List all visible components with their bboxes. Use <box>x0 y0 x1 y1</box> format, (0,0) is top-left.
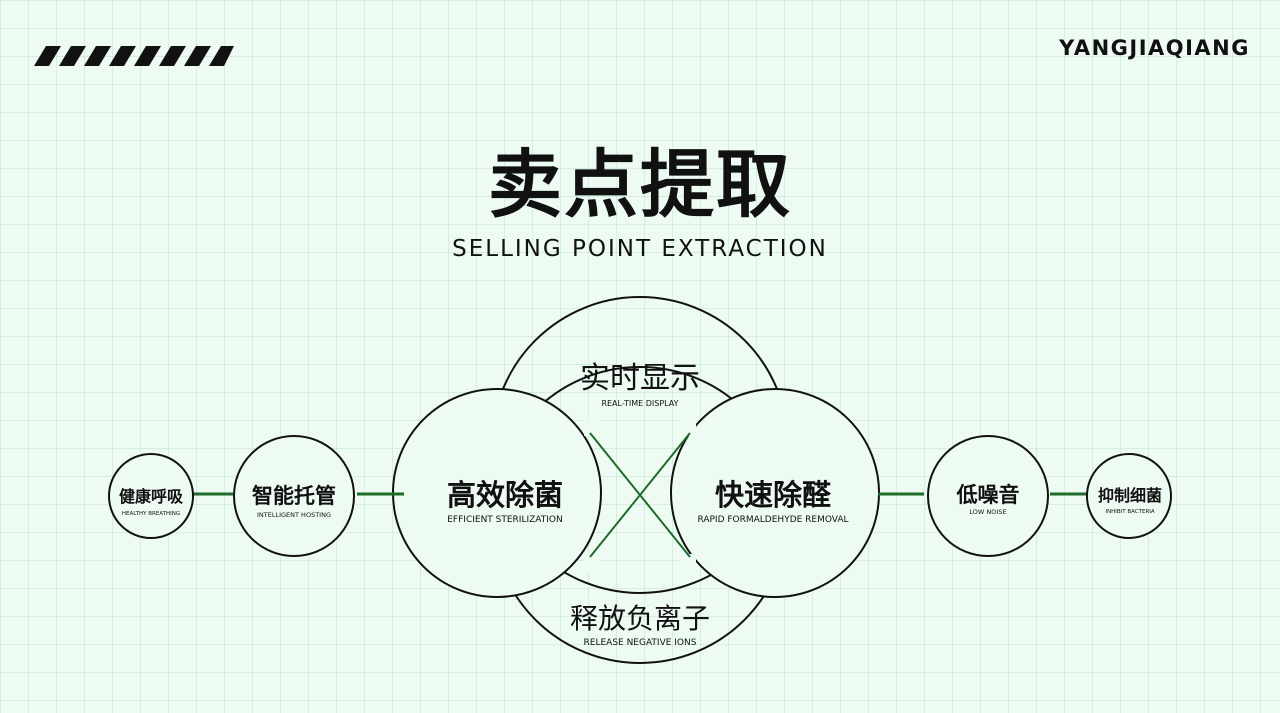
circle-left-mid <box>233 435 355 557</box>
top-label-en: REAL-TIME DISPLAY <box>601 399 678 408</box>
left-mid-label-en: INTELLIGENT HOSTING <box>257 511 331 519</box>
right-far-label-en: INHIBIT BACTERIA <box>1105 509 1155 515</box>
circle-right-mid <box>927 435 1049 557</box>
left-mid-label: 智能托管 <box>252 484 336 508</box>
right-main-label: 快速除醛 <box>715 478 832 512</box>
gap-bottom-left <box>584 554 600 572</box>
right-mid-label: 低噪音 <box>956 483 1020 507</box>
left-far-label: 健康呼吸 <box>119 487 184 506</box>
cross-line-b <box>589 432 691 558</box>
gap-bottom-right <box>680 554 696 572</box>
brand-name: YANGJIAQIANG <box>1059 36 1250 60</box>
bottom-label-en: RELEASE NEGATIVE IONS <box>584 638 697 648</box>
left-far-label-en: HEALTHY BREATHING <box>122 511 180 517</box>
left-main-label: 高效除菌 <box>447 478 563 512</box>
top-label: 实时显示 <box>580 361 700 396</box>
page-title: 卖点提取 <box>488 142 792 228</box>
stripe-decoration <box>34 46 234 66</box>
gap-top-right <box>680 418 696 436</box>
bottom-label: 释放负离子 <box>570 602 710 635</box>
right-mid-label-en: LOW NOISE <box>969 508 1006 516</box>
page-subtitle: SELLING POINT EXTRACTION <box>452 236 828 262</box>
circle-left-far <box>108 453 194 539</box>
circle-right-far <box>1086 453 1172 539</box>
left-main-label-en: EFFICIENT STERILIZATION <box>447 515 562 525</box>
gap-top-left <box>584 418 600 436</box>
right-main-label-en: RAPID FORMALDEHYDE REMOVAL <box>697 515 848 525</box>
right-far-label: 抑制细菌 <box>1098 486 1162 505</box>
